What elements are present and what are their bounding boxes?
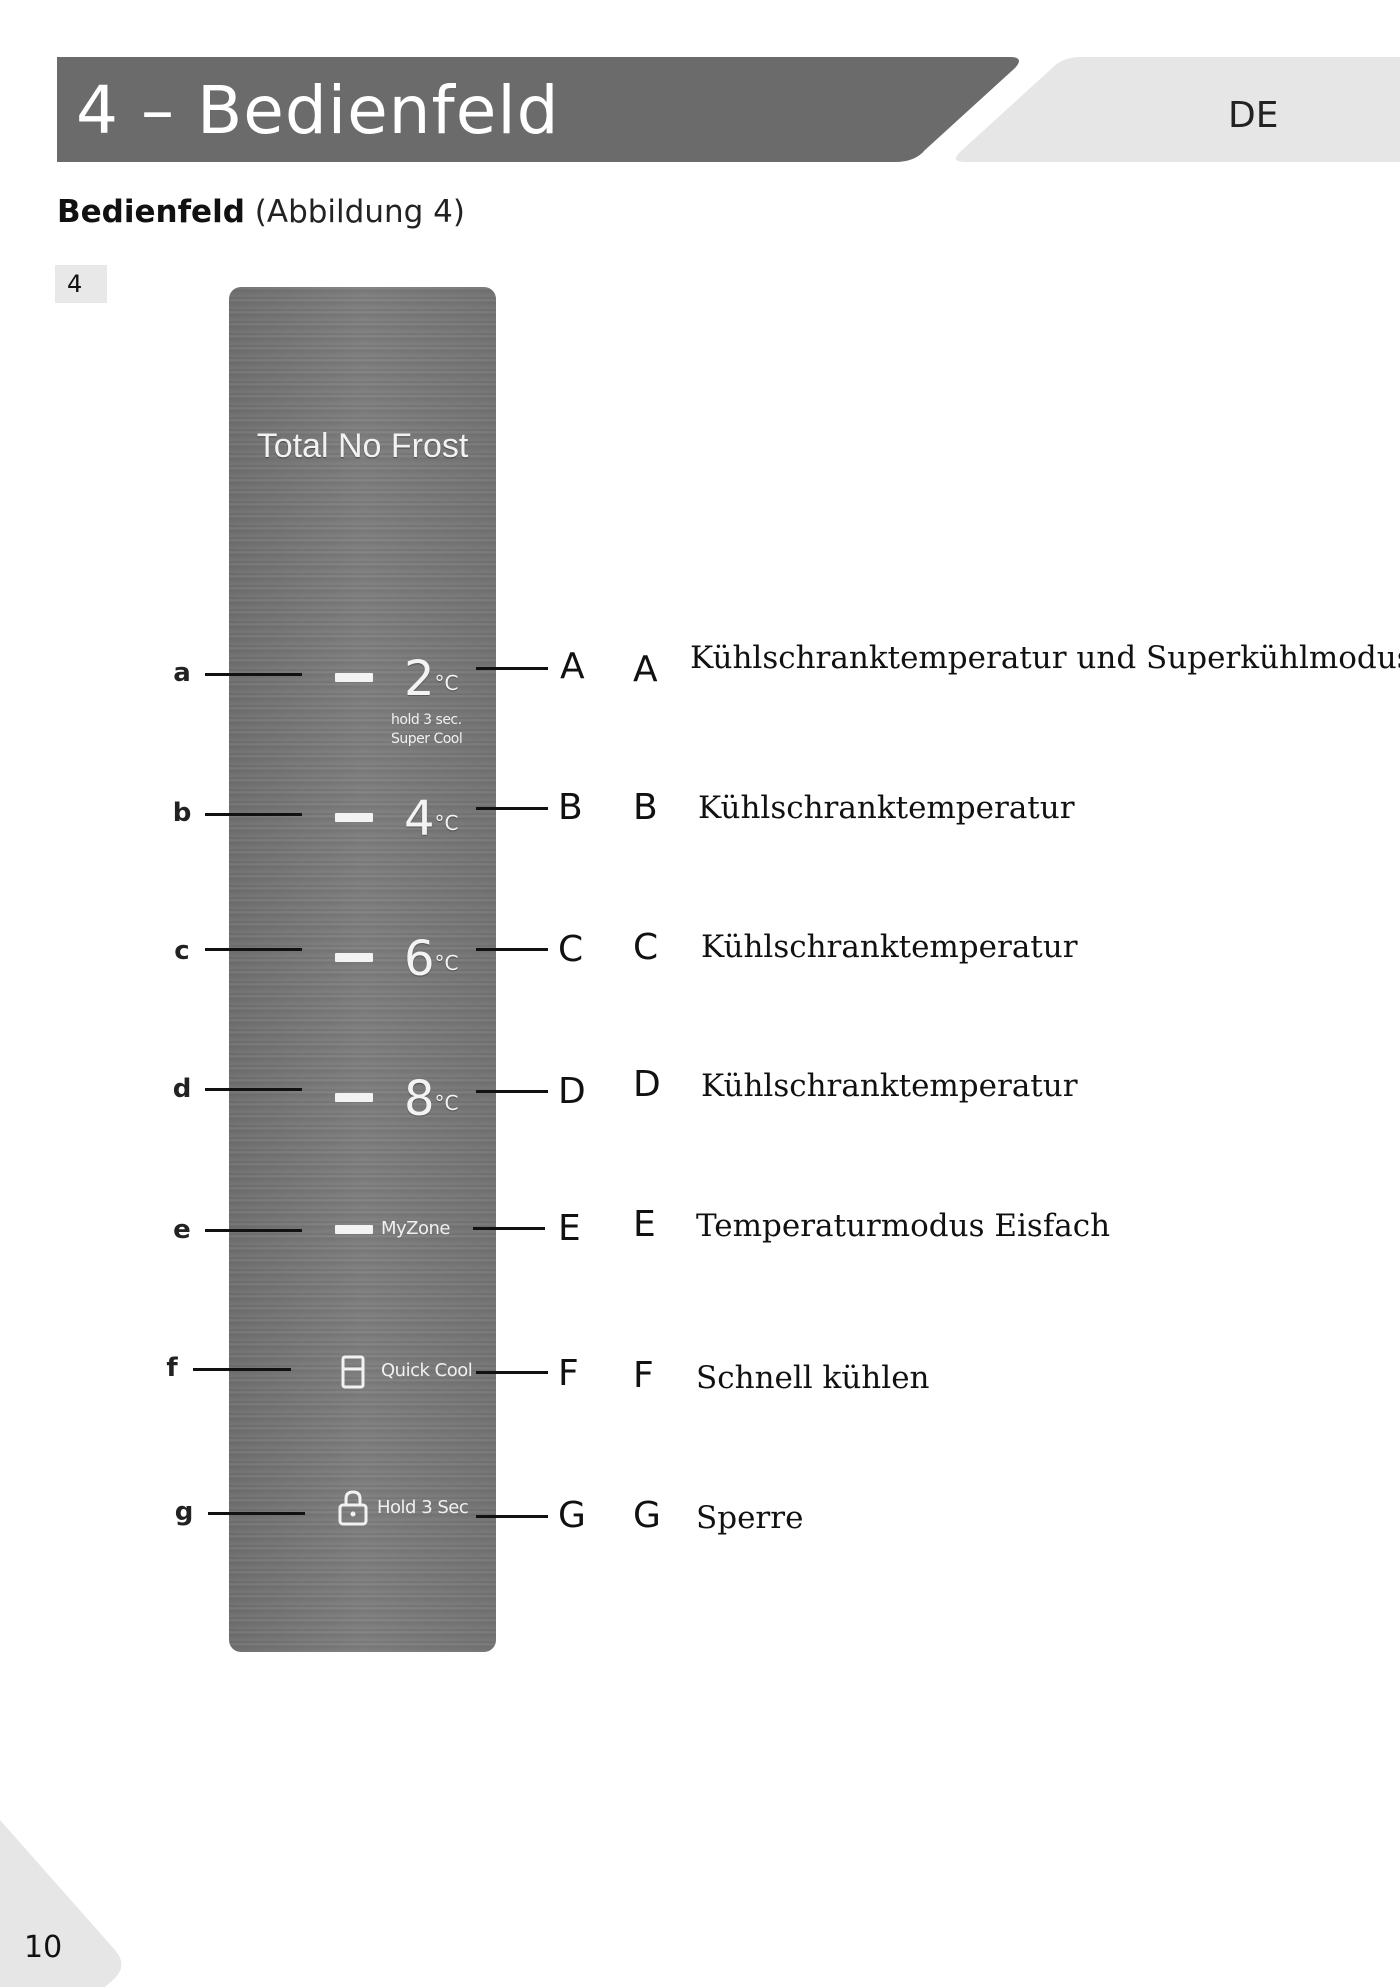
- legend-letter-d: D: [633, 1064, 661, 1105]
- indicator-bar: [335, 953, 373, 962]
- lead-line-b: [205, 813, 302, 816]
- temp-unit: °C: [434, 951, 459, 975]
- myzone-label: MyZone: [381, 1218, 451, 1239]
- control-panel: Total No Frost 2°C hold 3 sec. Super Coo…: [229, 287, 496, 1652]
- panel-item-f: Quick Cool: [229, 1347, 496, 1407]
- callout-line-b: [476, 807, 548, 810]
- legend-letter-f: F: [633, 1355, 654, 1396]
- lead-letter-b: b: [172, 798, 192, 828]
- callout-letter-f: F: [558, 1353, 579, 1394]
- callout-letter-b: B: [558, 787, 583, 828]
- temp-display: 6°C: [404, 931, 459, 987]
- panel-item-e: MyZone: [229, 1210, 496, 1270]
- indicator-bar: [335, 1093, 373, 1102]
- lead-letter-d: d: [172, 1074, 192, 1104]
- temp-display: 2°C: [404, 651, 459, 707]
- header-dark-band: [57, 57, 1019, 162]
- panel-item-g: Hold 3 Sec: [229, 1485, 496, 1545]
- lead-line-f: [193, 1368, 291, 1371]
- callout-line-f: [476, 1371, 548, 1374]
- callout-line-c: [476, 948, 548, 951]
- legend-text-g: Sperre: [696, 1500, 804, 1536]
- callout-letter-a: A: [560, 646, 585, 687]
- lead-line-d: [205, 1088, 302, 1091]
- panel-item-b: 4°C: [229, 789, 496, 849]
- section-heading-main: Bedienfeld: [57, 194, 245, 230]
- lock-icon: [338, 1490, 368, 1526]
- legend-letter-b: B: [633, 787, 658, 828]
- legend-letter-a: A: [633, 649, 658, 690]
- hold-hint: hold 3 sec.: [391, 712, 462, 728]
- hold-3-sec-label: Hold 3 Sec: [377, 1497, 469, 1518]
- supercool-label: Super Cool: [391, 731, 463, 747]
- legend-text-a: Kühlschranktemperatur und Superkühlmodus: [690, 640, 1400, 676]
- figure-number: 4: [55, 265, 107, 303]
- legend-text-e: Temperaturmodus Eisfach: [696, 1208, 1111, 1244]
- lead-letter-c: c: [174, 936, 190, 966]
- indicator-bar: [335, 1225, 373, 1234]
- corner-shape: [0, 1820, 122, 1987]
- chapter-title: 4 – Bedienfeld: [76, 72, 560, 149]
- indicator-bar: [335, 673, 373, 682]
- page-number: 10: [24, 1930, 63, 1965]
- lead-letter-e: e: [173, 1215, 191, 1245]
- indicator-bar: [335, 813, 373, 822]
- panel-item-d: 8°C: [229, 1069, 496, 1129]
- lead-line-c: [205, 948, 302, 951]
- temp-value: 2: [404, 651, 435, 707]
- section-heading-sub: (Abbildung 4): [254, 194, 465, 230]
- temp-value: 4: [404, 791, 435, 847]
- callout-line-d: [476, 1090, 548, 1093]
- callout-line-e: [473, 1227, 545, 1230]
- lead-letter-a: a: [173, 658, 191, 688]
- header-band: [57, 57, 1400, 162]
- lead-line-e: [205, 1229, 302, 1232]
- temp-value: 8: [404, 1071, 435, 1127]
- legend-text-f: Schnell kühlen: [696, 1360, 930, 1396]
- panel-brand: Total No Frost: [256, 427, 469, 465]
- temp-display: 8°C: [404, 1071, 459, 1127]
- lead-line-g: [208, 1512, 305, 1515]
- legend-letter-c: C: [633, 927, 659, 968]
- callout-letter-e: E: [558, 1208, 581, 1249]
- legend-letter-g: G: [633, 1495, 661, 1536]
- temp-value: 6: [404, 931, 435, 987]
- fridge-icon: [341, 1355, 365, 1389]
- lead-letter-f: f: [166, 1353, 178, 1383]
- temp-display: 4°C: [404, 791, 459, 847]
- legend-letter-e: E: [633, 1204, 656, 1245]
- panel-item-a: 2°C hold 3 sec. Super Cool: [229, 649, 496, 747]
- callout-line-g: [476, 1515, 548, 1518]
- temp-unit: °C: [434, 1091, 459, 1115]
- callout-line-a: [476, 667, 548, 670]
- legend-text-c: Kühlschranktemperatur: [701, 929, 1078, 965]
- callout-letter-d: D: [558, 1071, 586, 1112]
- callout-letter-c: C: [558, 929, 584, 970]
- quick-cool-label: Quick Cool: [381, 1360, 473, 1381]
- callout-letter-g: G: [558, 1495, 586, 1536]
- language-code: DE: [1228, 95, 1279, 136]
- temp-unit: °C: [434, 671, 459, 695]
- panel-item-c: 6°C: [229, 929, 496, 989]
- page-corner-tab: [0, 1820, 122, 1987]
- lead-line-a: [205, 673, 302, 676]
- legend-text-b: Kühlschranktemperatur: [698, 790, 1075, 826]
- header-light-band: [956, 57, 1400, 162]
- section-heading: Bedienfeld (Abbildung 4): [57, 190, 465, 234]
- legend-text-d: Kühlschranktemperatur: [701, 1068, 1078, 1104]
- lead-letter-g: g: [174, 1497, 194, 1527]
- temp-unit: °C: [434, 811, 459, 835]
